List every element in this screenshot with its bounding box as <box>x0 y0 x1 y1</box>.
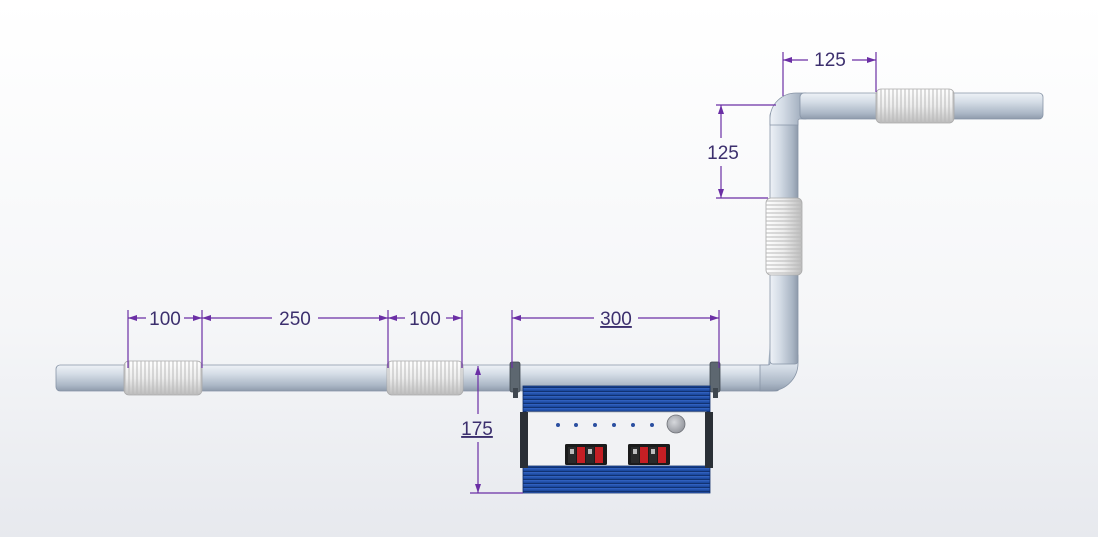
sleeve-left-2 <box>386 360 464 396</box>
sleeve-vertical <box>765 197 803 276</box>
dim-sleeve-left-2: 100 <box>388 309 462 330</box>
dim-label: 125 <box>707 143 739 164</box>
dim-label: 100 <box>409 309 441 330</box>
dim-top-offset: 125 <box>782 50 877 96</box>
led-icon <box>574 423 578 427</box>
connector-block-left <box>565 444 607 465</box>
dim-vertical-run: 125 <box>707 104 776 199</box>
power-button-icon[interactable] <box>666 414 686 434</box>
elbow-upper <box>769 92 807 126</box>
pipe-system <box>55 92 1044 392</box>
dim-label: 125 <box>814 50 846 71</box>
box-bottom-fins <box>522 465 711 494</box>
dimension-annotations: 100 250 100 300 <box>127 50 877 494</box>
box-top-fins <box>522 385 711 417</box>
dim-label: 175 <box>461 419 493 440</box>
status-leds <box>556 423 654 427</box>
power-distribution-box <box>509 361 721 494</box>
connector-block-right <box>628 444 670 465</box>
dim-label: 100 <box>149 309 181 330</box>
led-icon <box>612 423 616 427</box>
dim-label: 250 <box>279 309 311 330</box>
sleeve-left-1 <box>123 360 203 396</box>
dim-box-height: 175 <box>461 366 523 494</box>
led-icon <box>631 423 635 427</box>
dim-label: 300 <box>600 309 632 330</box>
led-icon <box>556 423 560 427</box>
dim-sleeve-left-1: 100 <box>128 309 202 330</box>
sleeve-top <box>875 88 955 124</box>
led-icon <box>650 423 654 427</box>
dim-gap-middle: 250 <box>202 309 388 330</box>
dim-box-span: 300 <box>512 309 719 330</box>
sleeves <box>123 88 955 396</box>
led-icon <box>593 423 597 427</box>
